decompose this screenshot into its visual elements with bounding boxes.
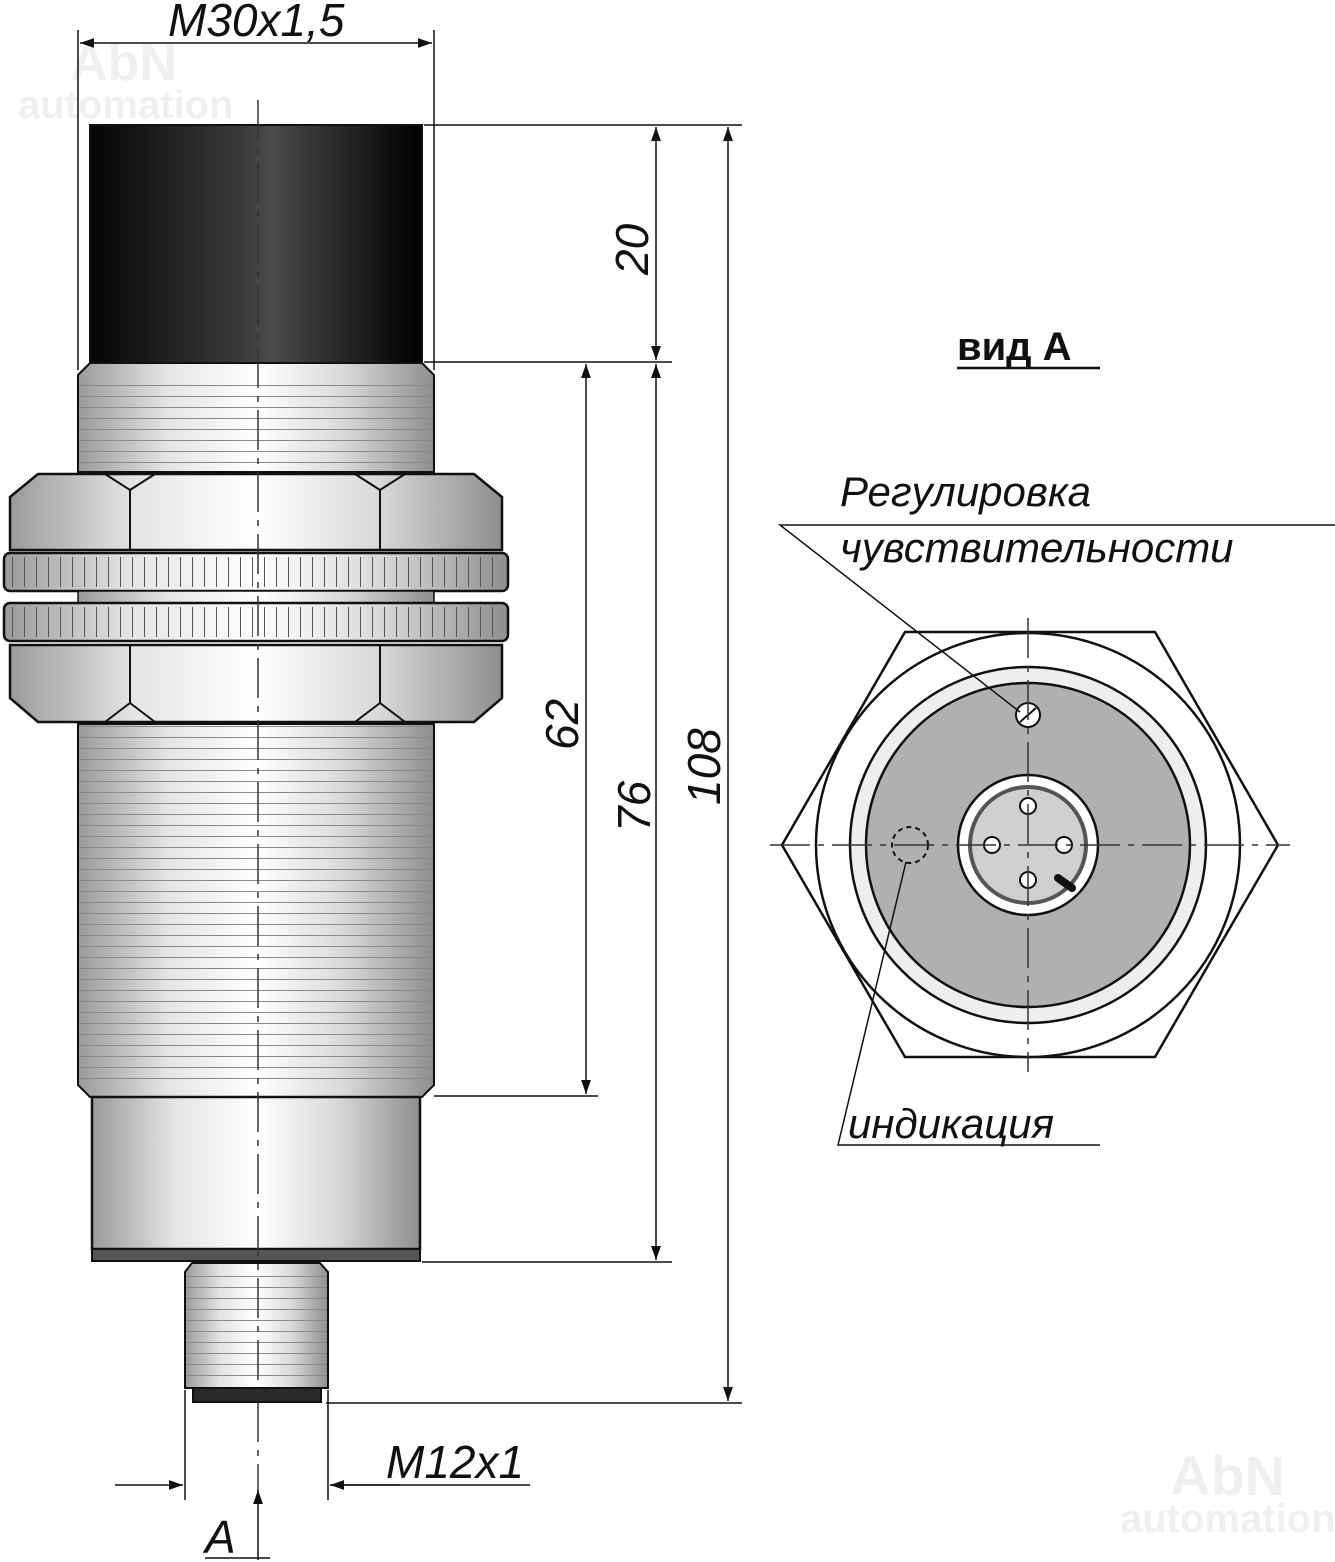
leader-indication (837, 861, 1100, 1146)
dim-20: 20 (606, 223, 658, 276)
lower-washer-knurl (10, 607, 502, 637)
upper-nut-facets (104, 473, 406, 550)
upper-washer-knurl (10, 557, 502, 587)
label-adjust-line2: чувствительности (840, 524, 1234, 571)
dim-76: 76 (608, 780, 660, 832)
label-adjust-line1: Регулировка (840, 468, 1091, 515)
dim-m12: M12x1 (386, 1436, 524, 1488)
upper-nut (8, 472, 504, 552)
sensing-face (89, 124, 423, 364)
sensor-side-view (2, 100, 510, 1500)
watermark-brand-bottom: AbN (1170, 1444, 1285, 1507)
watermark-sub-top: automation (18, 83, 234, 127)
rear-housing-cap (91, 1248, 421, 1262)
connector-thread-lines (186, 1274, 327, 1386)
label-indication: индикация (848, 1100, 1054, 1147)
lower-thread-lines (79, 726, 433, 1084)
upper-thread-lines (79, 375, 433, 472)
leader-adjust (777, 524, 1335, 713)
leaders (777, 524, 1335, 1146)
dimensions (77, 30, 742, 1560)
dim-108: 108 (678, 728, 730, 805)
dim-62: 62 (536, 699, 588, 750)
lower-nut (8, 643, 504, 724)
connector-tip (192, 1387, 322, 1403)
rear-housing (90, 1095, 422, 1251)
sensor-end-view (770, 618, 1290, 1072)
dim-thread-main: M30x1,5 (168, 0, 345, 46)
view-marker-a: A (202, 1511, 236, 1562)
watermark-sub-bottom: automation (1120, 1497, 1335, 1541)
lower-nut-facets (104, 645, 406, 723)
view-a-title: вид А (957, 325, 1072, 369)
connector-key (1054, 874, 1076, 892)
